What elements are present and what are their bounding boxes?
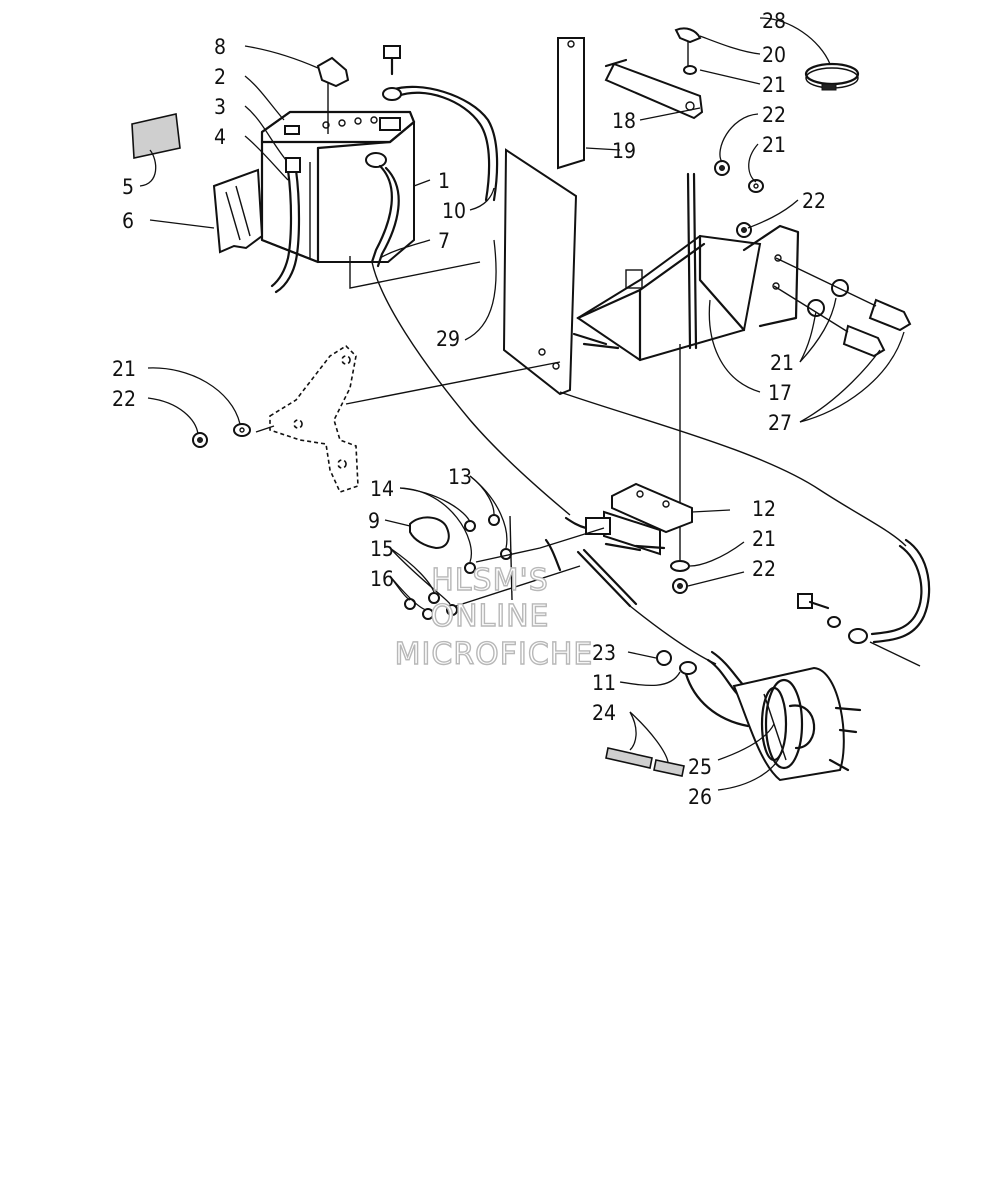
nut-tray bbox=[736, 222, 752, 238]
callout-28: 28 bbox=[762, 9, 786, 33]
callout-24: 24 bbox=[592, 701, 616, 725]
callout-26: 26 bbox=[688, 785, 712, 809]
terminal-screw bbox=[383, 45, 401, 76]
callout-17: 17 bbox=[768, 381, 792, 405]
callout-23: 23 bbox=[592, 641, 616, 665]
battery-tray bbox=[502, 148, 578, 396]
washer-left bbox=[233, 423, 251, 437]
starter-motor bbox=[732, 666, 862, 782]
tray-box bbox=[576, 224, 800, 362]
callout-10: 10 bbox=[442, 199, 466, 223]
starter-lug bbox=[679, 661, 750, 728]
callout-5: 5 bbox=[122, 175, 134, 199]
callout-4: 4 bbox=[214, 125, 226, 149]
tray-studs bbox=[572, 332, 620, 350]
callout-16: 16 bbox=[370, 567, 394, 591]
solenoid-nut bbox=[672, 578, 688, 594]
callout-2: 2 bbox=[214, 65, 226, 89]
negative-cable bbox=[365, 152, 571, 516]
callout-21-upper: 21 bbox=[762, 73, 786, 97]
cable-tie bbox=[760, 686, 788, 762]
solenoid-wires bbox=[455, 515, 638, 608]
callout-27: 27 bbox=[768, 411, 792, 435]
mounting-bracket bbox=[269, 344, 359, 493]
leader-lines bbox=[139, 17, 905, 791]
callout-6: 6 bbox=[122, 209, 134, 233]
callout-21-solenoid: 21 bbox=[752, 527, 776, 551]
callout-15: 15 bbox=[370, 537, 394, 561]
callout-25: 25 bbox=[688, 755, 712, 779]
solenoid bbox=[585, 482, 693, 556]
watermark-line-3: MICROFICHE bbox=[395, 637, 594, 672]
callout-8: 8 bbox=[214, 35, 226, 59]
hose-clamp bbox=[804, 62, 860, 91]
callout-11: 11 bbox=[592, 671, 616, 695]
watermark-line-2: ONLINE bbox=[430, 599, 549, 634]
callout-20: 20 bbox=[762, 43, 786, 67]
bracket-strap bbox=[557, 37, 585, 170]
ground-bolt bbox=[797, 593, 841, 628]
hold-down-rod bbox=[674, 27, 702, 560]
solenoid-washer bbox=[670, 560, 690, 572]
terminal-cap bbox=[316, 56, 350, 134]
decal bbox=[131, 113, 181, 159]
callout-13: 13 bbox=[448, 465, 472, 489]
washer-upper bbox=[748, 179, 764, 193]
callout-19: 19 bbox=[612, 139, 636, 163]
callout-22-solenoid: 22 bbox=[752, 557, 776, 581]
starter-nut bbox=[656, 650, 672, 666]
watermark: HLSM'S ONLINE MICROFICHE bbox=[394, 562, 594, 672]
callout-22-tray: 22 bbox=[802, 189, 826, 213]
callout-22-upper: 22 bbox=[762, 103, 786, 127]
callout-22-left: 22 bbox=[112, 387, 136, 411]
watermark-line-1: HLSM'S bbox=[431, 563, 549, 598]
solenoid-boot bbox=[409, 516, 450, 550]
nut-left bbox=[192, 432, 208, 448]
callout-14: 14 bbox=[370, 477, 394, 501]
callout-21-tray: 21 bbox=[770, 351, 794, 375]
callout-labels: 8 2 3 4 5 6 1 10 7 29 28 20 21 18 19 22 … bbox=[112, 9, 826, 809]
callout-3: 3 bbox=[214, 95, 226, 119]
springs bbox=[605, 747, 685, 777]
callout-21-left: 21 bbox=[112, 357, 136, 381]
callout-29: 29 bbox=[436, 327, 460, 351]
callout-12: 12 bbox=[752, 497, 776, 521]
nut-upper bbox=[714, 160, 730, 176]
callout-7: 7 bbox=[438, 229, 450, 253]
tray-bolts bbox=[773, 257, 912, 358]
ground-cable bbox=[559, 391, 931, 667]
callout-21-mid: 21 bbox=[762, 133, 786, 157]
vent-hose bbox=[270, 157, 301, 294]
callout-9: 9 bbox=[368, 509, 380, 533]
battery-cover bbox=[212, 168, 264, 254]
positive-cable bbox=[382, 85, 499, 202]
callout-18: 18 bbox=[612, 109, 636, 133]
callout-1: 1 bbox=[438, 169, 450, 193]
